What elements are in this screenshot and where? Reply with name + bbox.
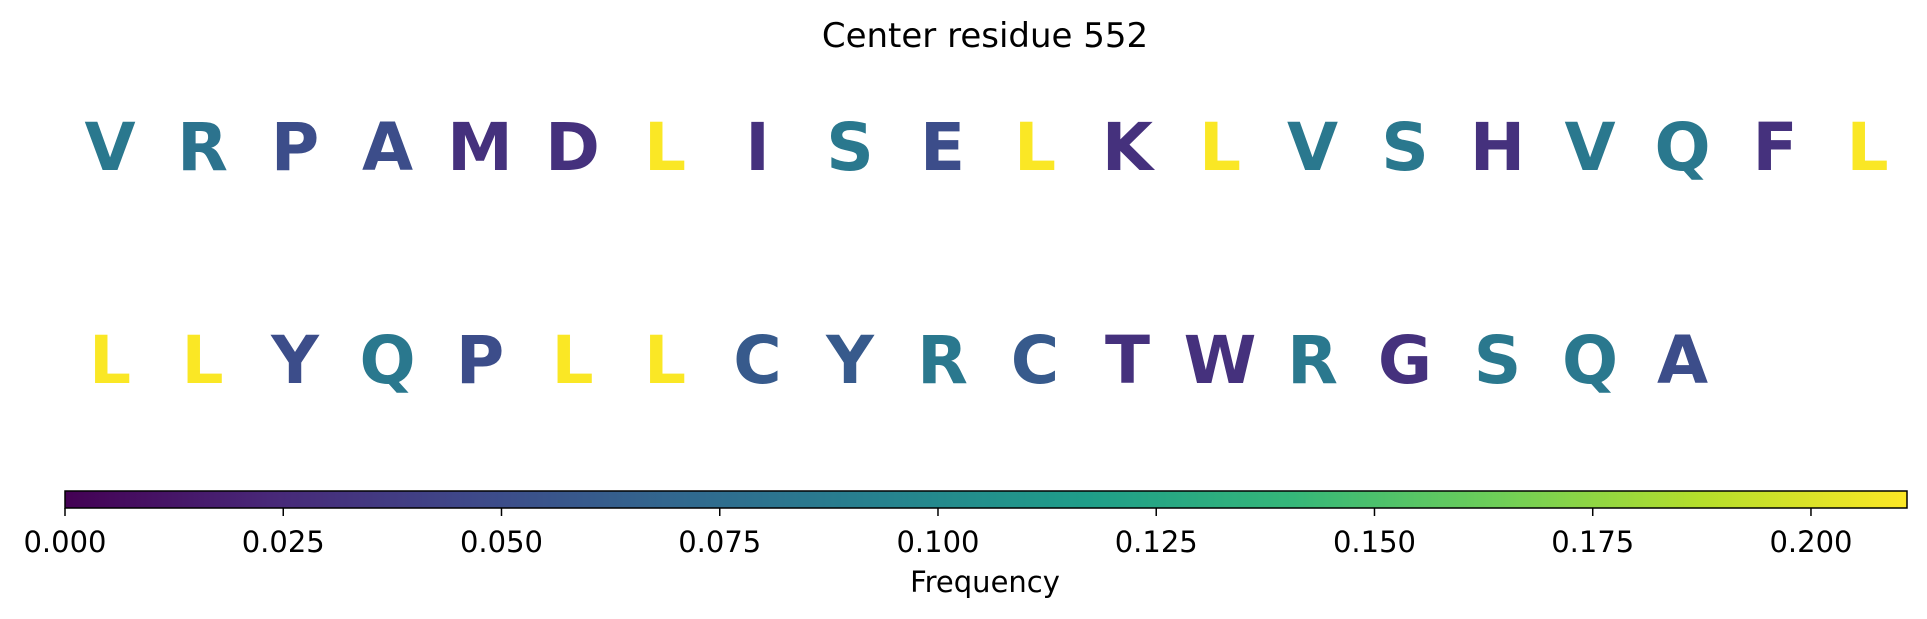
residue-letter: R	[1287, 322, 1338, 399]
residue-letter: A	[1657, 322, 1708, 399]
residue-letter: F	[1752, 109, 1797, 186]
colorbar-tick-label: 0.200	[1769, 525, 1852, 559]
colorbar-tick-label: 0.100	[896, 525, 979, 559]
residue-letter: C	[733, 322, 781, 399]
residue-letter: W	[1184, 322, 1257, 399]
residue-letter: C	[1011, 322, 1059, 399]
residue-letter: Y	[270, 322, 320, 399]
residue-letter: R	[917, 322, 968, 399]
residue-letter: M	[447, 109, 513, 186]
residue-letter: D	[545, 109, 600, 186]
colorbar	[64, 490, 1908, 509]
residue-letter: E	[920, 109, 965, 186]
residue-letter: Q	[1654, 109, 1710, 186]
chart-title: Center residue 552	[822, 16, 1148, 56]
residue-letter: P	[456, 322, 504, 399]
residue-letter: S	[826, 109, 874, 186]
residue-letter: P	[271, 109, 319, 186]
residue-letter: K	[1102, 109, 1156, 186]
residue-letter: L	[1199, 109, 1241, 186]
residue-letter: Y	[825, 322, 875, 399]
residue-letter: T	[1105, 322, 1150, 399]
residue-letter: L	[1846, 109, 1888, 186]
residue-letter: Q	[359, 322, 415, 399]
residue-letter: R	[177, 109, 228, 186]
colorbar-label: Frequency	[910, 565, 1060, 599]
residue-letter: I	[745, 109, 770, 186]
colorbar-tick-label: 0.175	[1551, 525, 1634, 559]
residue-letter: Q	[1562, 322, 1618, 399]
colorbar-tick-label: 0.000	[23, 525, 106, 559]
residue-letter: S	[1474, 322, 1522, 399]
residue-letter: L	[89, 322, 131, 399]
residue-letter: L	[181, 322, 223, 399]
colorbar-tick-label: 0.025	[242, 525, 325, 559]
residue-letter: G	[1378, 322, 1432, 399]
residue-letter: L	[644, 109, 686, 186]
residue-letter: H	[1470, 109, 1525, 186]
colorbar-ticks: 0.000 0.025 0.050 0.075 0.100 0.125 0.150 0.175…	[23, 508, 1852, 559]
colorbar-tick-label: 0.050	[460, 525, 543, 559]
residue-letter: A	[362, 109, 413, 186]
residue-letter: V	[84, 109, 135, 186]
residue-letter: V	[1564, 109, 1615, 186]
colorbar-tick-label: 0.150	[1333, 525, 1416, 559]
colorbar-tick-label: 0.075	[678, 525, 761, 559]
residue-letter: S	[1381, 109, 1429, 186]
residue-letter: L	[1014, 109, 1056, 186]
residue-letter: L	[644, 322, 686, 399]
residue-letter: L	[551, 322, 593, 399]
colorbar-tick-label: 0.125	[1115, 525, 1198, 559]
residue-letter: V	[1287, 109, 1338, 186]
